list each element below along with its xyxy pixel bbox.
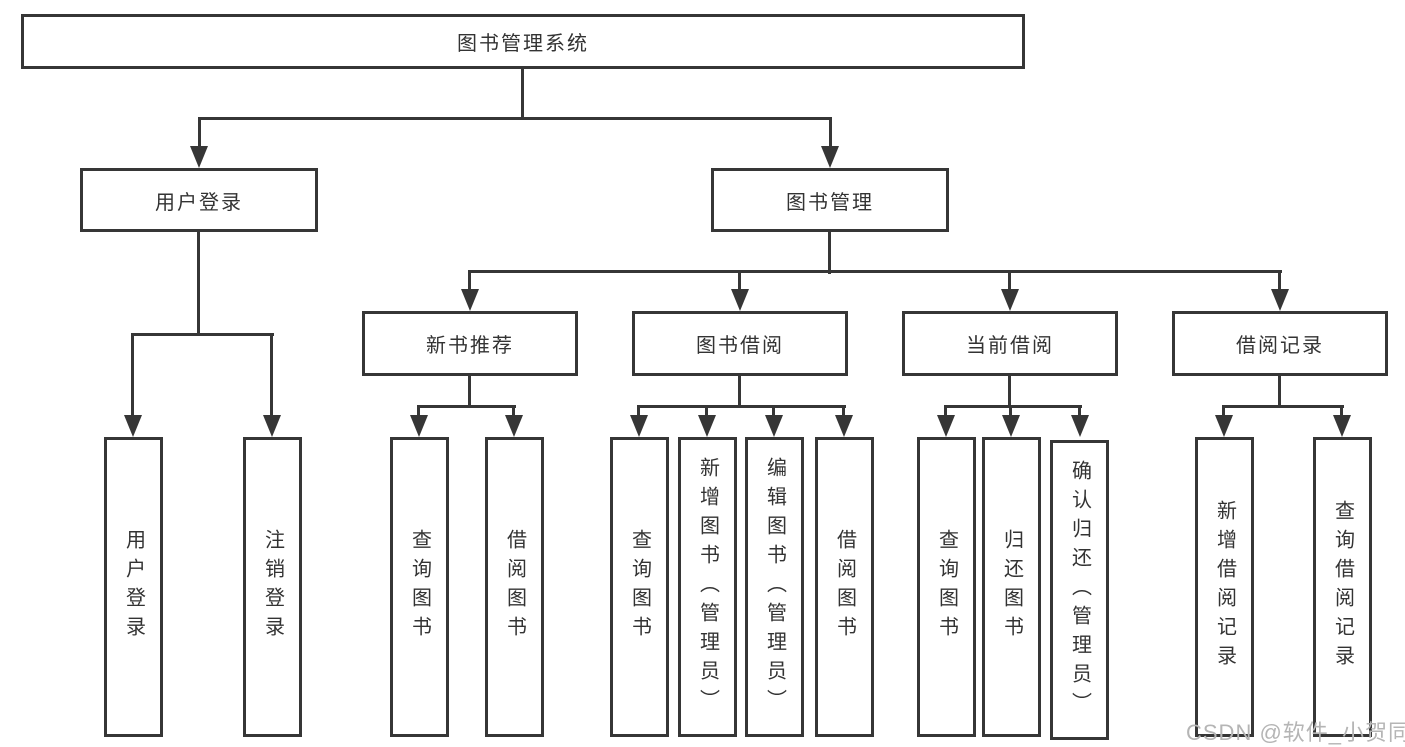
node-label: 查询图书 <box>935 529 958 645</box>
connector-line <box>738 376 741 407</box>
arrowhead-down <box>505 415 523 437</box>
csdn-watermark: CSDN @软件_小贺同学 <box>1186 720 1405 745</box>
leaf-borrowing-query-books: 查询图书 <box>610 437 669 737</box>
connector-line <box>131 333 274 336</box>
arrowhead-down <box>124 415 142 437</box>
leaf-borrowing-borrow-books: 借阅图书 <box>815 437 874 737</box>
node-label: 查询借阅记录 <box>1331 500 1354 674</box>
node-new-book-recommend: 新书推荐 <box>362 311 578 376</box>
arrowhead-down <box>731 289 749 311</box>
connector-line <box>637 405 640 417</box>
node-label: 用户登录 <box>122 529 145 645</box>
arrowhead-down <box>1002 415 1020 437</box>
arrowhead-down <box>630 415 648 437</box>
connector-line <box>198 117 201 148</box>
arrowhead-down <box>835 415 853 437</box>
arrowhead-down <box>1271 289 1289 311</box>
node-library-management-system: 图书管理系统 <box>21 14 1025 69</box>
connector-line <box>1222 405 1225 417</box>
connector-line <box>1008 270 1011 291</box>
connector-line <box>1278 270 1281 291</box>
leaf-recommend-query-books: 查询图书 <box>390 437 449 737</box>
node-borrowing-records: 借阅记录 <box>1172 311 1388 376</box>
connector-line <box>512 405 515 417</box>
arrowhead-down <box>190 146 208 168</box>
leaf-current-query-books: 查询图书 <box>917 437 976 737</box>
leaf-user-login: 用户登录 <box>104 437 163 737</box>
connector-line <box>468 270 1282 273</box>
node-label: 新书推荐 <box>426 335 514 357</box>
connector-line <box>468 270 471 291</box>
leaf-logout: 注销登录 <box>243 437 302 737</box>
connector-line <box>944 405 1082 408</box>
node-label: 注销登录 <box>261 529 284 645</box>
arrowhead-down <box>1333 415 1351 437</box>
arrowhead-down <box>1001 289 1019 311</box>
arrowhead-down <box>765 415 783 437</box>
leaf-confirm-return-admin: 确认归还（管理员） <box>1050 440 1109 740</box>
connector-line <box>1340 405 1343 417</box>
connector-line <box>772 405 775 417</box>
connector-line <box>197 232 200 336</box>
node-book-borrowing: 图书借阅 <box>632 311 848 376</box>
connector-line <box>521 69 524 119</box>
arrowhead-down <box>1215 415 1233 437</box>
arrowhead-down <box>821 146 839 168</box>
node-label: 新增借阅记录 <box>1213 500 1236 674</box>
connector-line <box>131 333 134 417</box>
connector-line <box>1278 376 1281 407</box>
connector-line <box>417 405 420 417</box>
connector-line <box>637 405 846 408</box>
connector-line <box>417 405 516 408</box>
connector-line <box>1008 376 1011 407</box>
node-label: 图书管理 <box>786 191 874 214</box>
connector-line <box>944 405 947 417</box>
node-current-borrowing: 当前借阅 <box>902 311 1118 376</box>
node-label: 借阅图书 <box>503 529 526 645</box>
connector-line <box>198 117 832 120</box>
arrowhead-down <box>461 289 479 311</box>
arrowhead-down <box>410 415 428 437</box>
node-label: 确认归还（管理员） <box>1068 459 1091 721</box>
connector-line <box>468 376 471 407</box>
leaf-recommend-borrow-books: 借阅图书 <box>485 437 544 737</box>
node-label: 查询图书 <box>628 529 651 645</box>
node-label: 图书管理系统 <box>457 33 589 55</box>
arrowhead-down <box>1071 415 1089 437</box>
leaf-edit-books-admin: 编辑图书（管理员） <box>745 437 804 737</box>
node-label: 查询图书 <box>408 529 431 645</box>
connector-line <box>842 405 845 417</box>
leaf-query-borrow-record: 查询借阅记录 <box>1313 437 1372 737</box>
connector-line <box>738 270 741 291</box>
connector-line <box>1222 405 1344 408</box>
leaf-return-books: 归还图书 <box>982 437 1041 737</box>
leaf-add-books-admin: 新增图书（管理员） <box>678 437 737 737</box>
connector-line <box>1009 405 1012 417</box>
leaf-add-borrow-record: 新增借阅记录 <box>1195 437 1254 737</box>
arrowhead-down <box>698 415 716 437</box>
node-book-management: 图书管理 <box>711 168 949 232</box>
node-label: 归还图书 <box>1000 529 1023 645</box>
arrowhead-down <box>937 415 955 437</box>
node-label: 新增图书（管理员） <box>696 456 719 718</box>
node-label: 借阅图书 <box>833 529 856 645</box>
connector-line <box>1078 405 1081 417</box>
node-user-login: 用户登录 <box>80 168 318 232</box>
node-label: 当前借阅 <box>966 335 1054 357</box>
node-label: 借阅记录 <box>1236 335 1324 357</box>
node-label: 图书借阅 <box>696 335 784 357</box>
connector-line <box>828 232 831 274</box>
node-label: 编辑图书（管理员） <box>763 456 786 718</box>
connector-line <box>829 117 832 148</box>
arrowhead-down <box>263 415 281 437</box>
node-label: 用户登录 <box>155 191 243 214</box>
connector-line <box>705 405 708 417</box>
connector-line <box>270 333 273 417</box>
